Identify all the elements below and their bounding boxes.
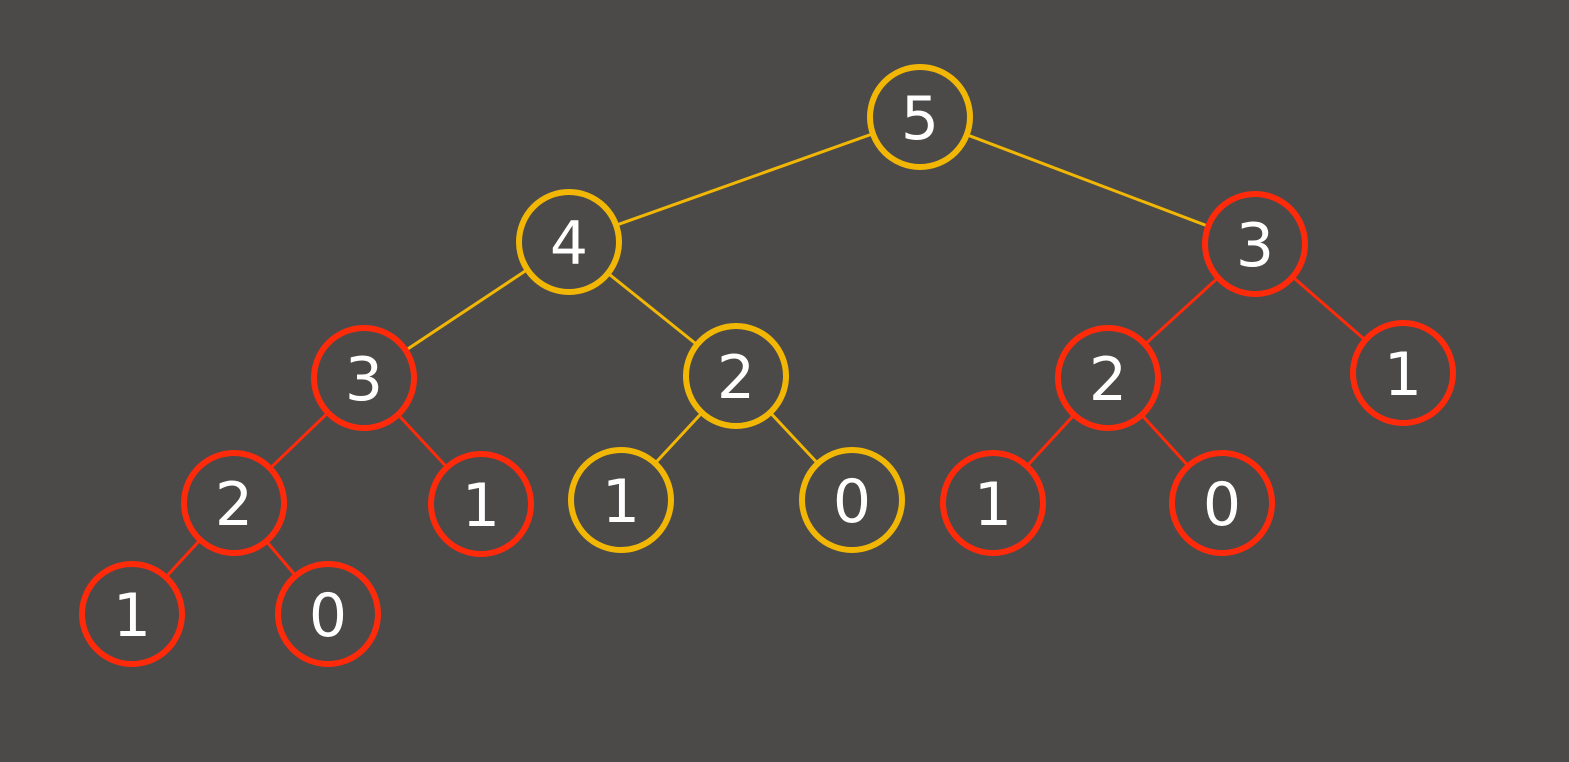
tree-node: 1: [79, 561, 185, 667]
tree-node-label: 1: [462, 471, 500, 541]
tree-node-circle: [275, 561, 381, 667]
tree-node: 0: [275, 561, 381, 667]
tree-node: 2: [683, 323, 789, 429]
tree-node-circle: [867, 64, 973, 170]
tree-node-circle: [1055, 325, 1161, 431]
tree-node-circle: [311, 325, 417, 431]
tree-node-circle: [79, 561, 185, 667]
tree-node: 5: [867, 64, 973, 170]
tree-node-circle: [428, 451, 534, 557]
tree-node-label: 4: [550, 209, 588, 279]
tree-node-circle: [683, 323, 789, 429]
tree-node: 3: [1202, 191, 1308, 297]
tree-node: 3: [311, 325, 417, 431]
tree-edge: [918, 115, 1257, 246]
tree-node-label: 1: [974, 470, 1012, 540]
tree-node-label: 1: [602, 467, 640, 537]
tree-node-circle: [940, 450, 1046, 556]
tree-node-label: 3: [345, 345, 383, 415]
tree-node-label: 2: [215, 470, 253, 540]
tree-node-label: 0: [833, 467, 871, 537]
tree-node-label: 2: [1089, 345, 1127, 415]
tree-node-circle: [1169, 450, 1275, 556]
tree-node: 2: [1055, 325, 1161, 431]
tree-node: 1: [568, 447, 674, 553]
tree-node: 0: [799, 447, 905, 553]
tree-node: 1: [428, 451, 534, 557]
tree-node-circle: [799, 447, 905, 553]
tree-node-label: 0: [309, 581, 347, 651]
tree-edge: [567, 115, 922, 244]
tree-node-circle: [516, 189, 622, 295]
tree-node-circle: [181, 450, 287, 556]
tree-node-label: 3: [1236, 211, 1274, 281]
tree-node-circle: [1350, 320, 1456, 426]
tree-node-circle: [1202, 191, 1308, 297]
tree-node-circle: [568, 447, 674, 553]
tree-node-label: 2: [717, 343, 755, 413]
tree-node: 2: [181, 450, 287, 556]
tree-node-label: 1: [1384, 340, 1422, 410]
tree-node: 4: [516, 189, 622, 295]
tree-node-label: 0: [1203, 470, 1241, 540]
tree-node-label: 1: [113, 581, 151, 651]
tree-node: 1: [940, 450, 1046, 556]
tree-node: 1: [1350, 320, 1456, 426]
tree-node: 0: [1169, 450, 1275, 556]
tree-node-label: 5: [901, 84, 939, 154]
